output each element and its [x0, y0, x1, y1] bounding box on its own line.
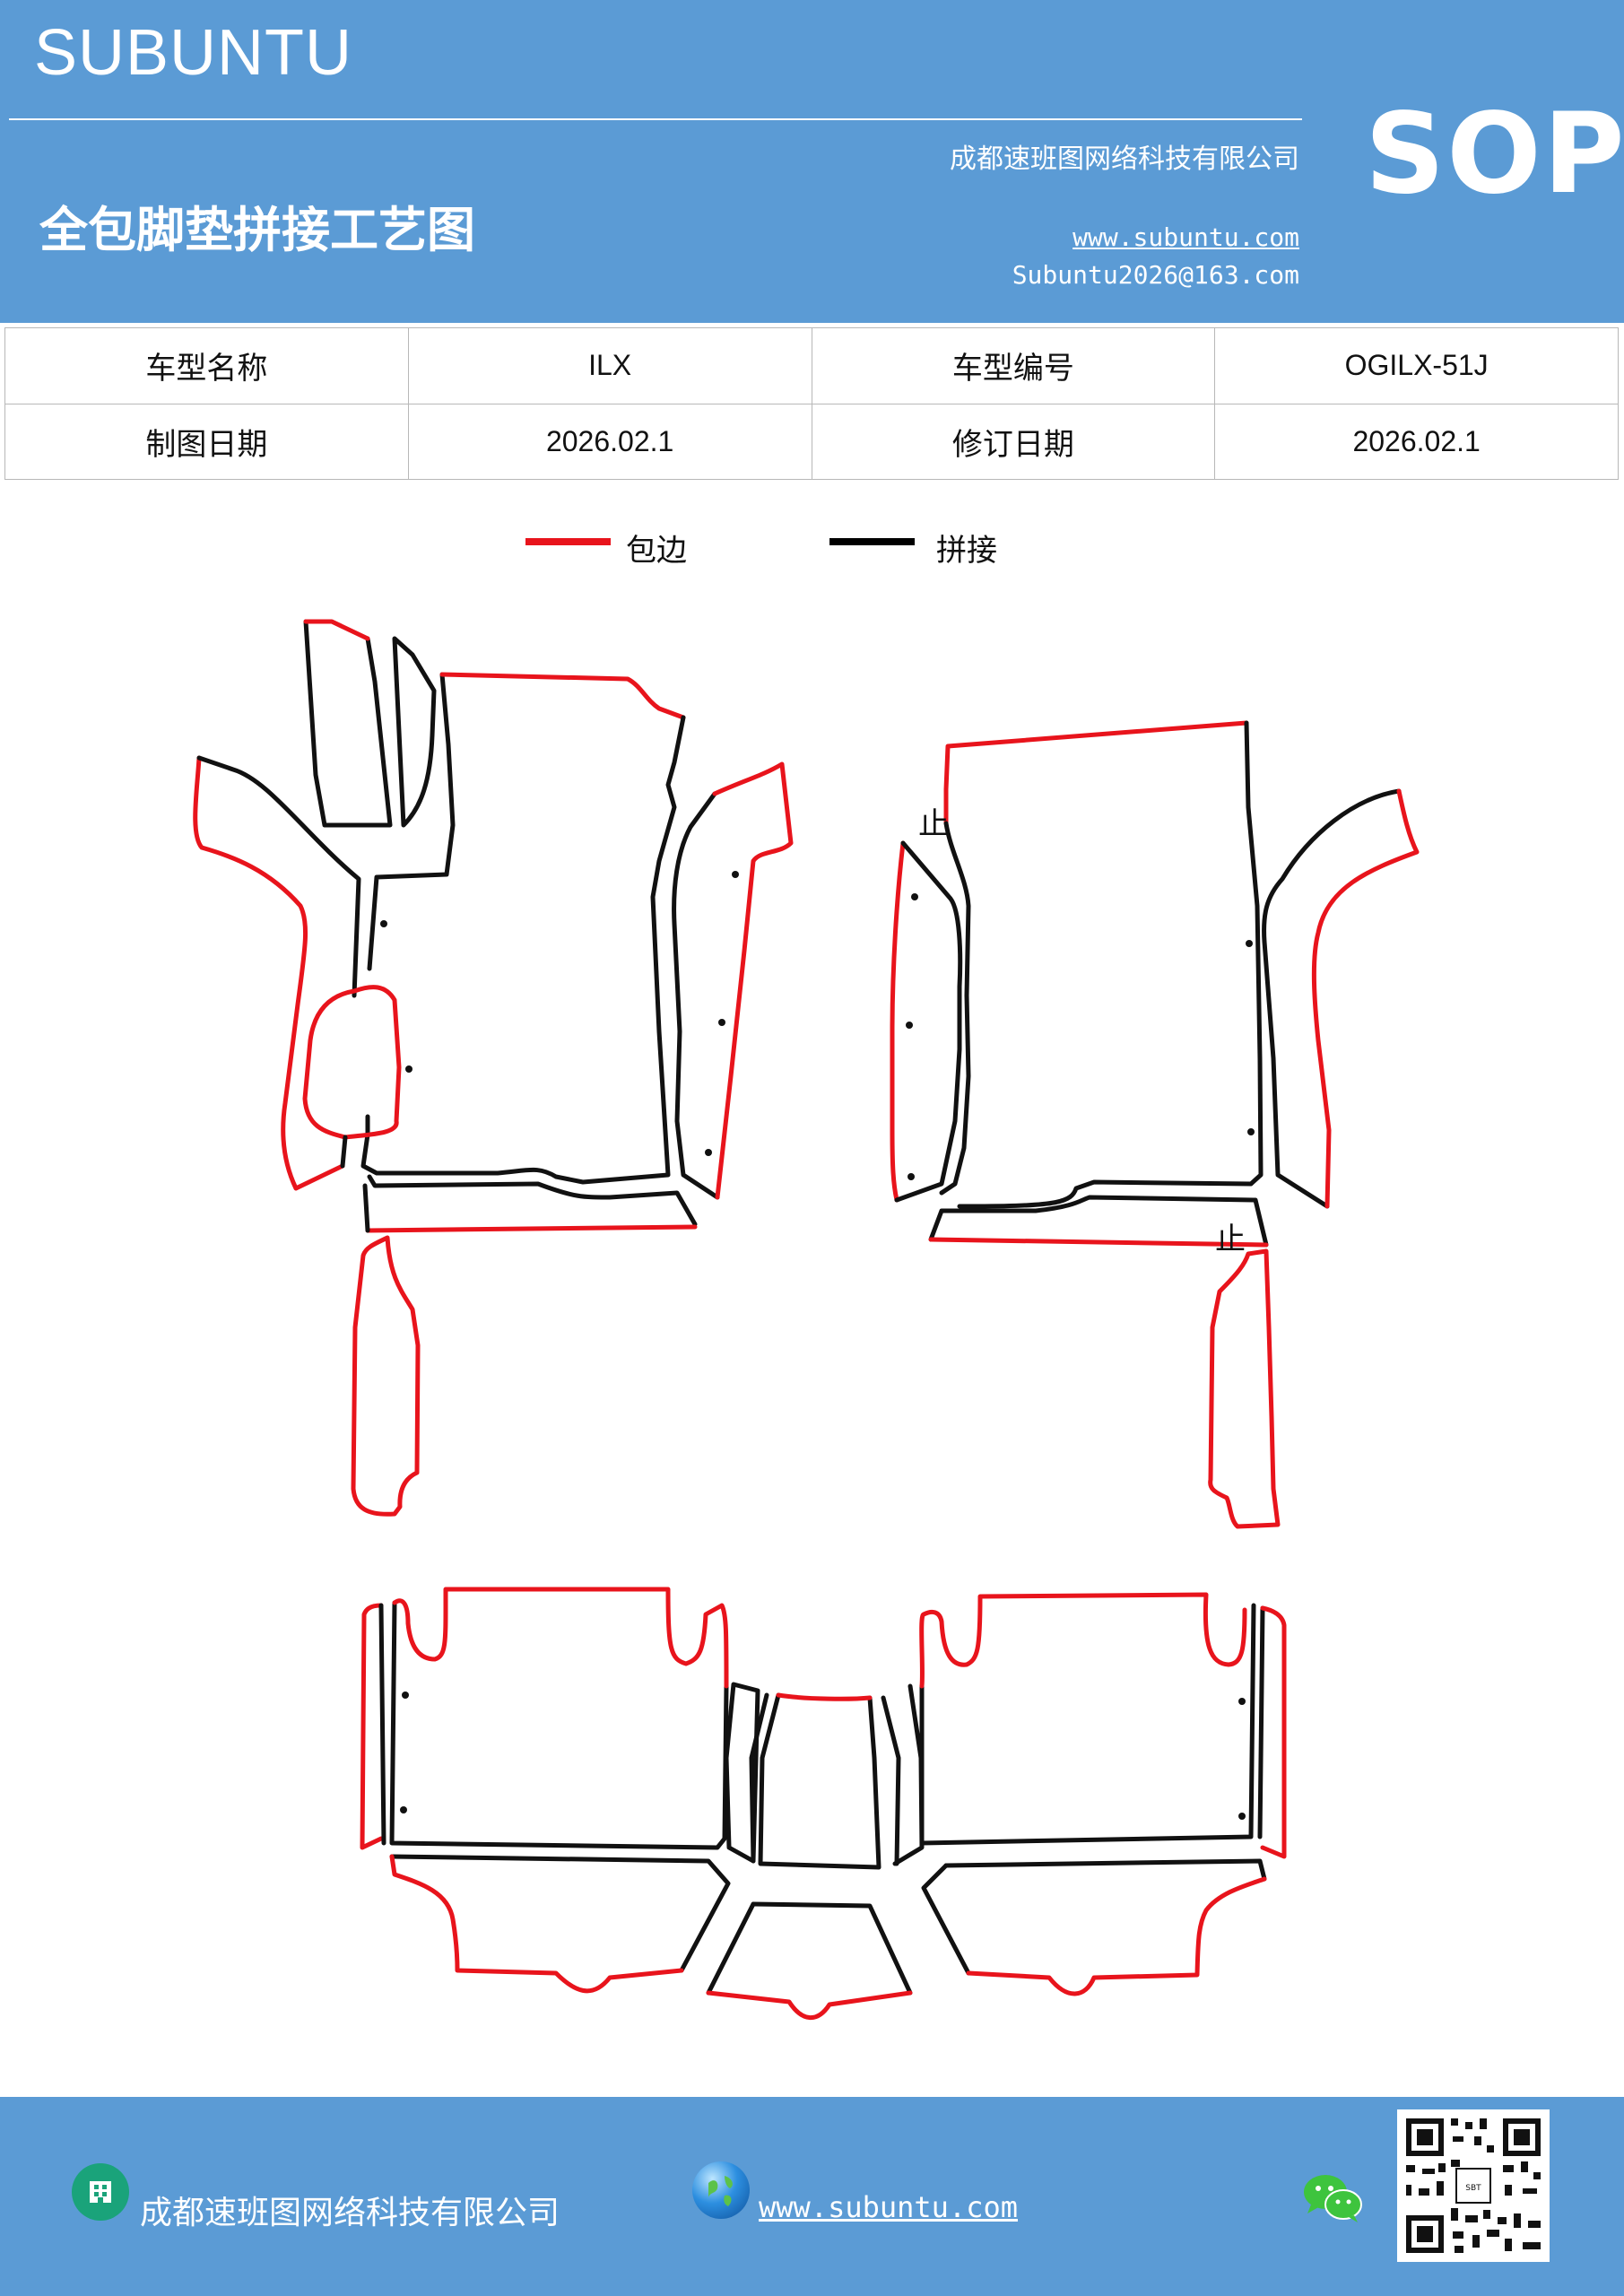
mat-piece-edge: [351, 1235, 421, 1517]
footer-company-name: 成都速班图网络科技有限公司: [140, 2195, 560, 2231]
mat-piece-edge: [706, 1990, 913, 2021]
table-row: 制图日期 2026.02.1 修订日期 2026.02.1: [4, 403, 1619, 480]
mat-anchor-dot: [402, 1692, 409, 1699]
mat-anchor-dot: [1246, 940, 1253, 947]
globe-icon: [692, 2161, 750, 2219]
mat-piece: [672, 791, 720, 1200]
mat-piece-edge: [1260, 1605, 1287, 1859]
legend: 包边 拼接: [0, 520, 1624, 574]
footer-website-link[interactable]: www.subuntu.com: [759, 2190, 1018, 2224]
model-name-value: ILX: [407, 327, 812, 404]
brand-name: SUBUNTU: [34, 17, 353, 89]
mat-piece: [1257, 1605, 1265, 1839]
mat-anchor-dot: [400, 1806, 407, 1813]
mat-piece: [303, 619, 393, 828]
mat-piece-edge: [302, 985, 402, 1140]
mat-piece: [367, 672, 456, 971]
revision-date-value: 2026.02.1: [1214, 403, 1619, 480]
mat-piece: [367, 1174, 698, 1227]
mat-piece: [378, 1603, 386, 1846]
draw-date-value: 2026.02.1: [407, 403, 812, 480]
legend-seam-label: 拼接: [936, 533, 997, 569]
mat-piece-edge: [776, 1692, 873, 1701]
mat-anchor-dot: [1238, 1813, 1246, 1820]
legend-edge-label: 包边: [626, 533, 687, 569]
mat-anchor-dot: [1247, 1128, 1255, 1135]
mat-piece: [928, 1195, 1269, 1248]
mat-anchor-dot: [705, 1149, 712, 1156]
rear-mat-group: [360, 1587, 1287, 2021]
mat-anchor-dot: [911, 893, 918, 900]
header-banner: SUBUNTU 全包脚垫拼接工艺图 成都速班图网络科技有限公司 www.subu…: [0, 0, 1624, 323]
legend-seam-swatch: [829, 538, 915, 545]
mat-piece: [894, 840, 963, 1203]
mat-anchor-dot: [908, 1173, 915, 1180]
mat-piece: [1262, 788, 1402, 1209]
company-name: 成都速班图网络科技有限公司: [950, 144, 1299, 175]
mat-piece-edge: [392, 1587, 729, 1689]
mat-piece-edge: [193, 755, 345, 1191]
draw-date-label: 制图日期: [4, 403, 409, 480]
mat-piece-edge: [919, 1592, 1247, 1689]
model-name-label: 车型名称: [4, 327, 409, 404]
mat-piece-edge: [389, 1854, 684, 1994]
table-row: 车型名称 ILX 车型编号 OGILX-51J: [4, 327, 1619, 404]
mat-piece: [881, 1695, 901, 1866]
revision-date-label: 修订日期: [811, 403, 1216, 480]
mat-piece-edge: [966, 1876, 1267, 1996]
mat-piece: [751, 1901, 913, 1996]
front-left-mat-group: [193, 619, 794, 1517]
mat-piece-edge: [943, 720, 1249, 826]
mat-anchor-dot: [380, 920, 387, 927]
vehicle-info-table: 车型名称 ILX 车型编号 OGILX-51J 制图日期 2026.02.1 修…: [4, 327, 1619, 480]
mat-anchor-dot: [1238, 1698, 1246, 1705]
sop-badge: SOP: [1365, 90, 1624, 219]
mat-piece-edge: [439, 672, 686, 720]
legend-edge-swatch: [525, 538, 611, 545]
mat-piece: [939, 720, 1264, 1209]
mat-piece-edge: [365, 1224, 698, 1233]
mat-piece: [943, 1858, 1267, 1882]
mat-piece-edge: [928, 1237, 1269, 1248]
model-code-label: 车型编号: [811, 327, 1216, 404]
mat-piece: [919, 1603, 1256, 1846]
svg-text:SBT: SBT: [1465, 2184, 1481, 2193]
mat-piece-edge: [712, 761, 794, 1200]
mat-anchor-dot: [906, 1022, 913, 1029]
mat-piece: [389, 1600, 729, 1850]
mat-anchor-dot: [405, 1065, 413, 1073]
mat-anchor-dot: [718, 1019, 725, 1026]
mat-piece: [921, 1863, 971, 1976]
building-icon: [72, 2163, 129, 2221]
mat-piece-edge: [303, 619, 370, 641]
mat-piece: [724, 1682, 760, 1864]
mat-anchor-dot: [732, 871, 739, 878]
wechat-icon[interactable]: [1302, 2170, 1365, 2224]
email-address: Subuntu2026@163.com: [1012, 260, 1299, 290]
mat-piece: [360, 715, 686, 1185]
front-right-mat-group: 止 止: [890, 720, 1420, 1529]
mat-piece-edge: [1311, 788, 1420, 1209]
qr-code[interactable]: SBT: [1397, 2109, 1550, 2262]
mat-piece-edge: [360, 1603, 384, 1850]
mat-piece: [749, 1692, 769, 1864]
model-code-value: OGILX-51J: [1214, 327, 1619, 404]
mat-piece: [392, 636, 437, 828]
mat-piece: [706, 1901, 756, 1996]
mat-piece-edge: [1208, 1248, 1281, 1529]
mat-cutting-diagram: 止 止: [193, 619, 1420, 2021]
mat-piece: [196, 755, 361, 998]
mat-piece: [362, 1183, 370, 1233]
stop-mark: 止: [1215, 1222, 1246, 1257]
footer-banner: 成都速班图网络科技有限公司 www.subuntu.com: [0, 2097, 1624, 2296]
mat-piece: [389, 1854, 731, 1973]
mat-piece-edge: [890, 840, 906, 1203]
document-title: 全包脚垫拼接工艺图: [39, 202, 475, 258]
mat-piece: [340, 1135, 348, 1169]
website-link[interactable]: www.subuntu.com: [1073, 222, 1299, 252]
header-divider: [9, 118, 1302, 120]
stop-mark: 止: [918, 806, 949, 842]
mat-piece: [758, 1692, 881, 1870]
